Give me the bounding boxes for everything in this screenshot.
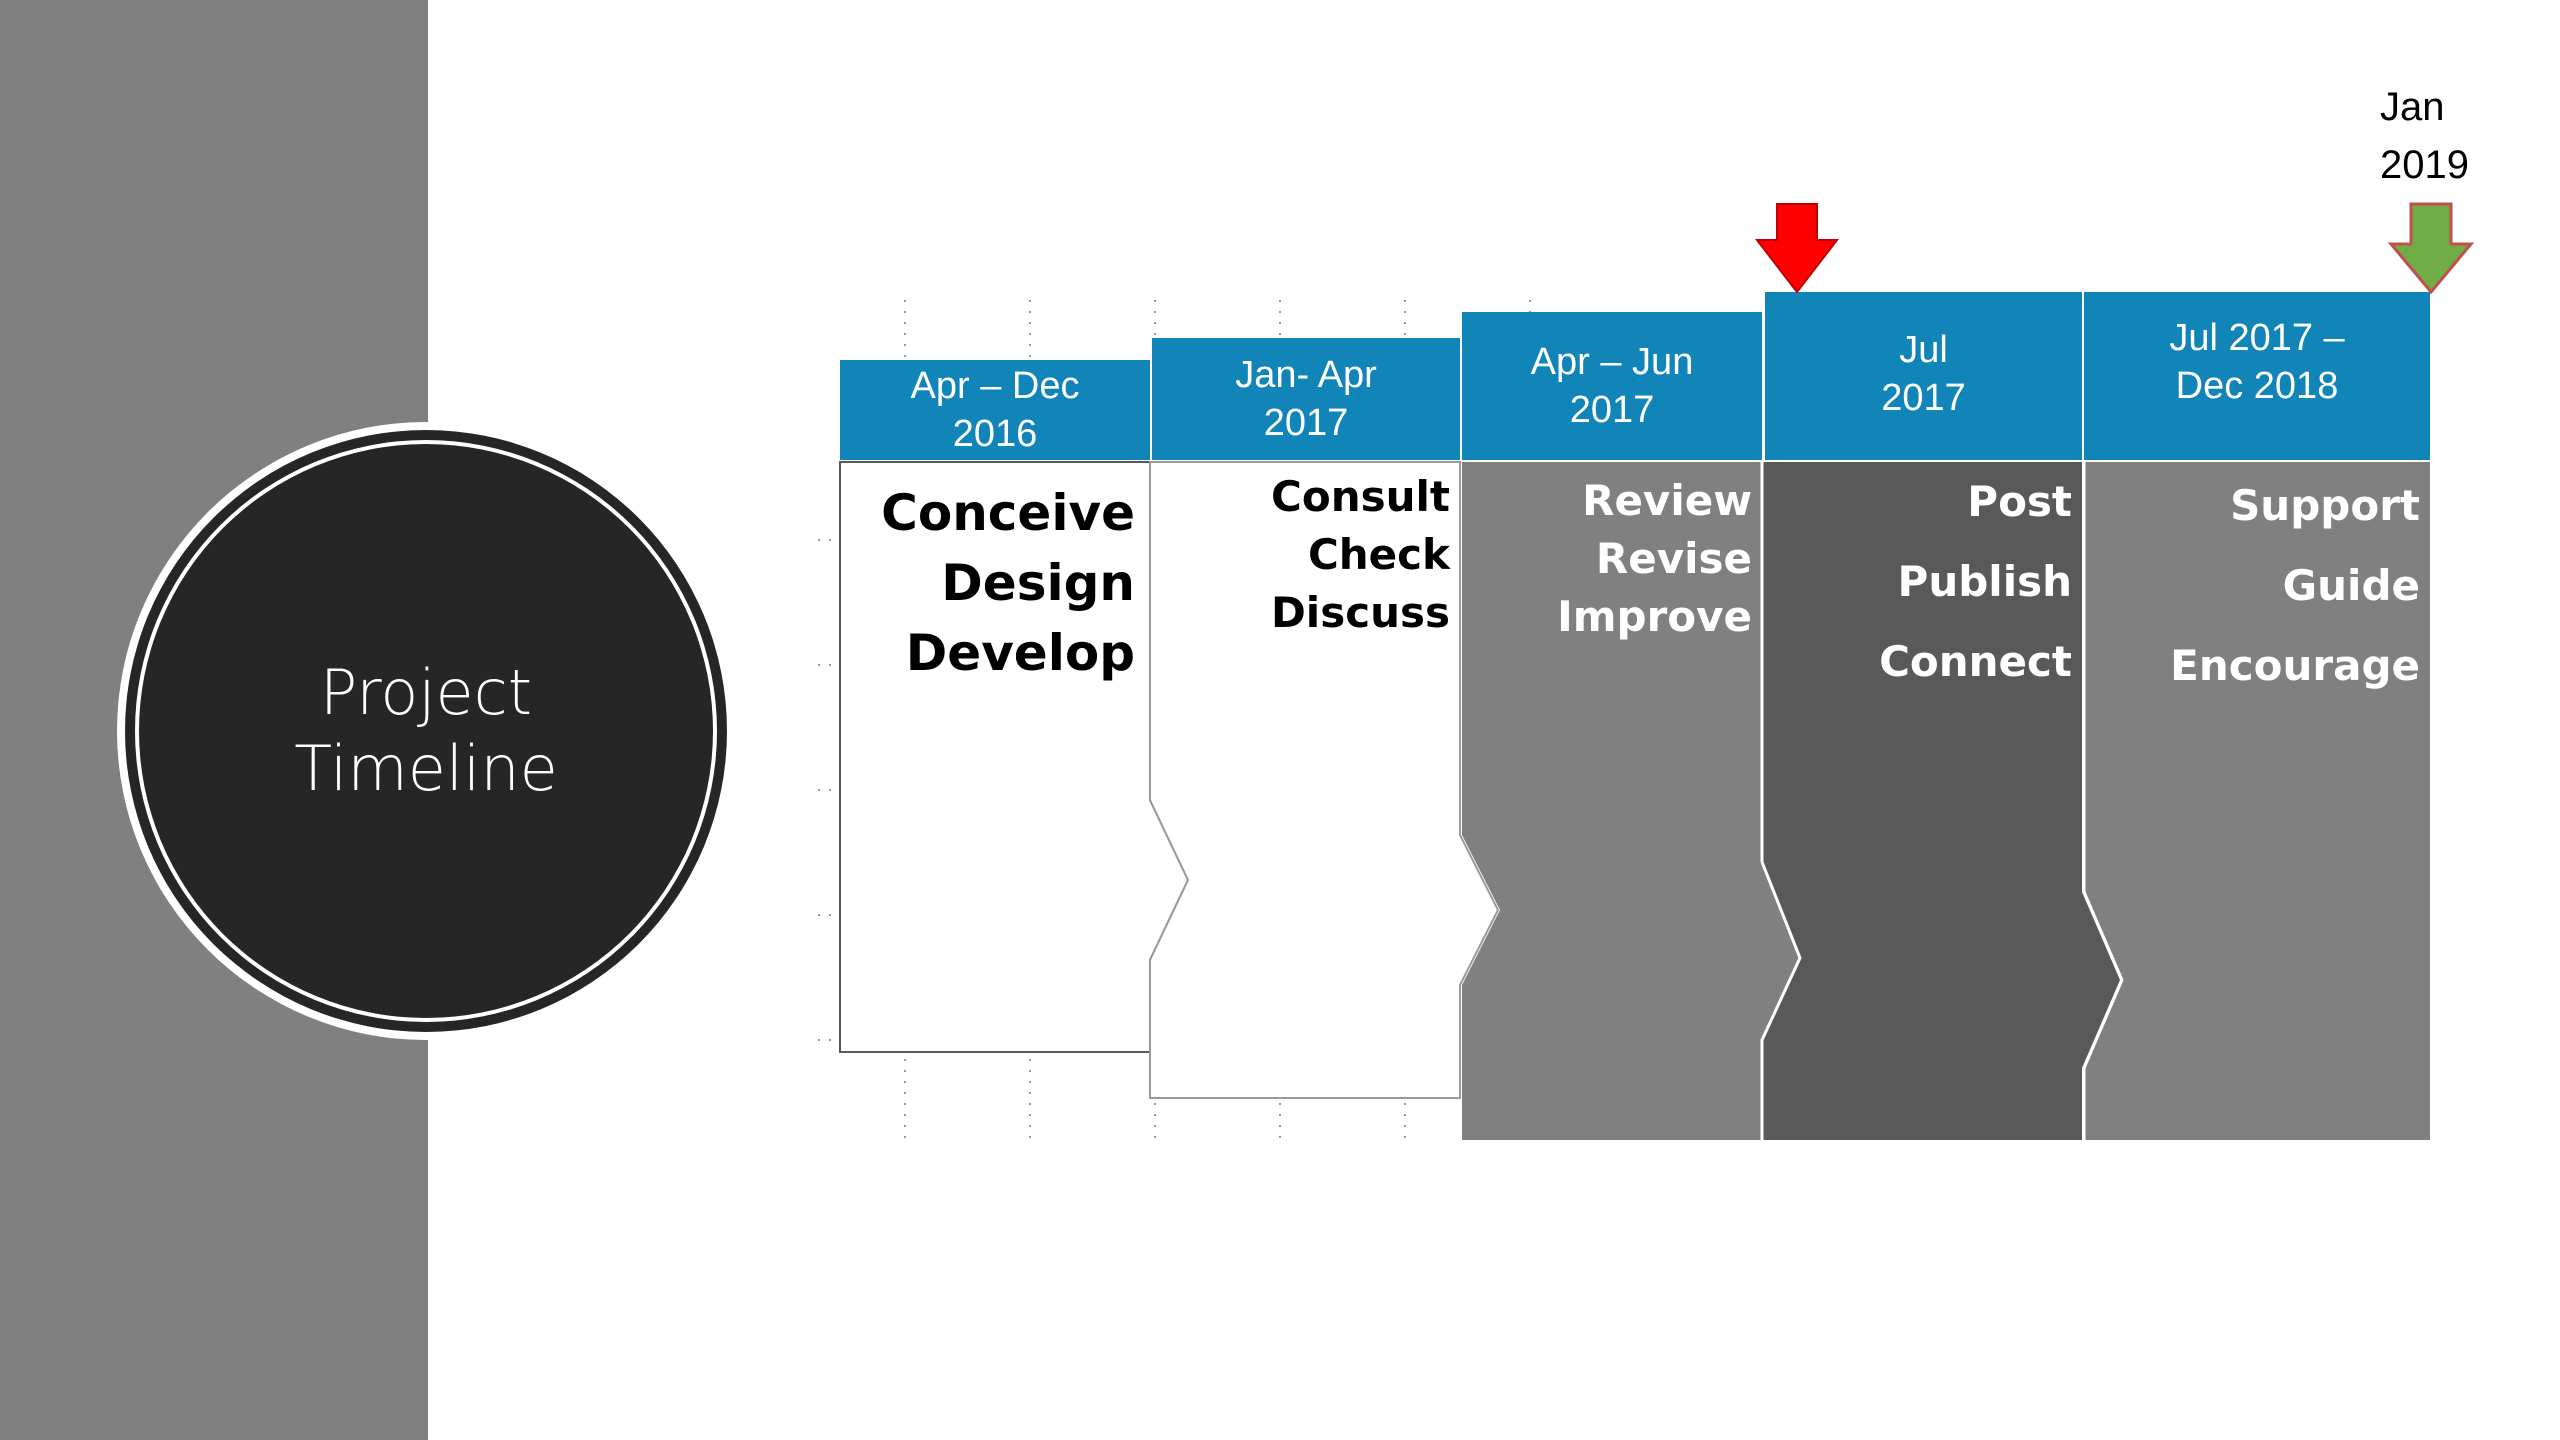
phase-5-header-box (2084, 292, 2430, 460)
phase-divider (2082, 462, 2124, 1140)
activity-item: Develop (905, 624, 1135, 682)
end-marker-label: Jan 2019 (2380, 85, 2469, 187)
phase-4-activities: Post Publish Connect (1775, 462, 2072, 702)
end-marker-arrow-icon (2387, 202, 2475, 295)
activity-item: Check (1307, 530, 1450, 579)
phase-3-activities: Review Revise Improve (1470, 472, 1752, 646)
activity-item: Discuss (1270, 588, 1450, 637)
activity-item: Guide (2282, 561, 2420, 610)
activity-item: Conceive (881, 484, 1135, 542)
phase-divider (1760, 861, 1802, 1140)
activity-item: Review (1582, 476, 1752, 525)
slide-title: Project Timeline (294, 656, 558, 805)
phase-3-header-box (1462, 312, 1762, 460)
phase-1-period: Apr – Dec 2016 (910, 365, 1080, 455)
phase-4-header-box (1765, 292, 2082, 460)
phase-5-period: Jul 2017 – Dec 2018 (2169, 317, 2345, 407)
phase-5-block (2084, 462, 2430, 1140)
title-circle: Project Timeline (143, 448, 709, 1014)
phase-1-header-box (840, 360, 1150, 460)
activity-item: Revise (1595, 534, 1752, 583)
phase-3-period: Apr – Jun 2017 (1530, 341, 1694, 431)
phase-2-header-box (1152, 338, 1460, 460)
phase-5-activities: Support Guide Encourage (2094, 466, 2420, 706)
phase-3-block (1462, 462, 1800, 1140)
activity-item: Design (941, 554, 1135, 612)
activity-item: Connect (1879, 637, 2072, 686)
activity-item: Consult (1271, 472, 1450, 521)
phase-4-block (1762, 462, 2120, 1140)
phase-2-period: Jan- Apr 2017 (1235, 354, 1377, 444)
activity-item: Support (2230, 481, 2420, 530)
phase-4-period: Jul 2017 (1881, 329, 1966, 419)
phase-1-activities: Conceive Design Develop (860, 478, 1135, 688)
phase-2-activities: Consult Check Discuss (1165, 468, 1450, 642)
current-marker-arrow-icon (1754, 203, 1840, 294)
activity-item: Improve (1557, 592, 1752, 641)
phase-2-block (1149, 461, 1500, 1099)
activity-item: Publish (1897, 557, 2072, 606)
activity-item: Post (1967, 477, 2072, 526)
activity-item: Encourage (2170, 641, 2420, 690)
